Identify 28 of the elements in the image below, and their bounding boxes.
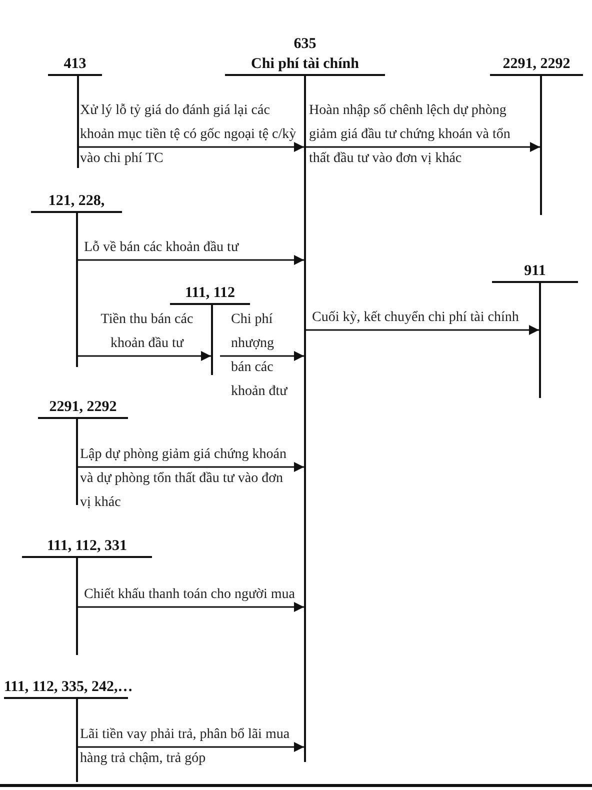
account-heading: 111, 112 <box>184 284 236 303</box>
arrow <box>78 602 304 612</box>
arrow <box>220 351 304 361</box>
account-heading: 2291, 2292 <box>49 398 117 417</box>
account-heading: Chi phí tài chính <box>251 55 359 74</box>
edge-label: Lãi tiền vay phải trả, phân bổ lãi mua hàng trả chậm, trả góp <box>80 726 291 768</box>
account-heading: 2291, 2292 <box>502 55 570 74</box>
edge-label: Lập dự phòng giảm giá chứng khoán và dự phòng tổn thất đầu tư vào đơn vị khác <box>80 446 288 512</box>
arrow <box>78 742 304 752</box>
account-heading: 111, 112, 331 <box>46 537 128 556</box>
arrow <box>306 142 540 152</box>
arrow <box>79 142 304 152</box>
edge-label: Xử lý lỗ tỷ giá do đánh giá lại các khoản mục tiền tệ có gốc ngoại tệ c/kỳ vào chi phí TC <box>80 102 298 168</box>
edge-label: Lỗ về bán các khoản đầu tư <box>84 239 240 257</box>
account-heading: 111, 112, 335, 242,… <box>4 678 133 697</box>
account-heading: 911 <box>524 262 546 281</box>
account-heading: 413 <box>64 55 86 74</box>
account-heading: 121, 228, <box>48 192 105 211</box>
edge-label: Chi phí nhượng bán các khoản đtư <box>231 311 288 401</box>
edge-label: Hoàn nhập số chênh lệch dự phòng giảm giá đầu tư chứng khoán và tổn thất đầu tư vào đơn vị khác <box>309 102 512 168</box>
arrow <box>78 351 211 361</box>
edge-label: Chiết khấu thanh toán cho người mua <box>84 586 296 604</box>
account-heading: 635 <box>294 35 316 54</box>
edge-label: Cuối kỳ, kết chuyển chi phí tài chính <box>312 309 520 327</box>
arrow <box>78 255 304 265</box>
arrow <box>78 462 304 472</box>
arrow <box>306 325 539 335</box>
edge-label: Tiền thu bán các khoản đầu tư <box>100 311 194 353</box>
